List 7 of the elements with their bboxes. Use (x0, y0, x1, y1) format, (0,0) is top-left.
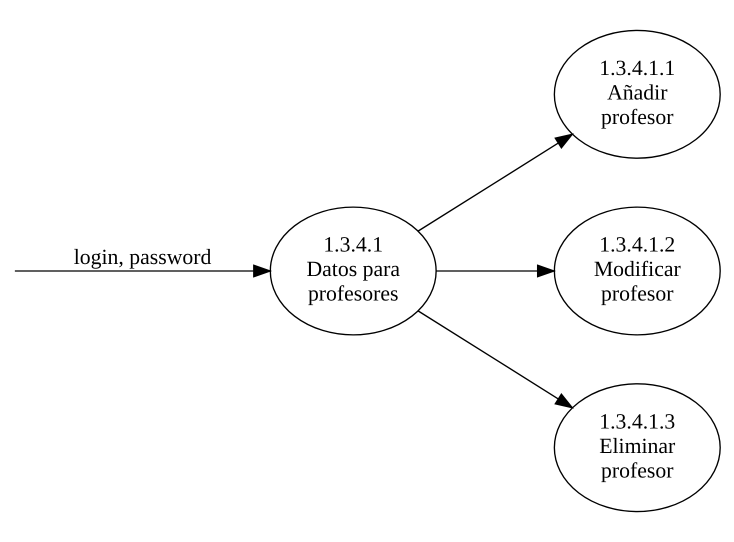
edge-label: login, password (74, 244, 212, 269)
arrow (418, 133, 574, 232)
node-ellipse: 1.3.4.1.2 Modificar profesor (554, 206, 721, 336)
arrow (436, 264, 556, 278)
node-ellipse: 1.3.4.1 Datos para profesores (270, 206, 437, 336)
arrow (14, 264, 272, 278)
arrow (418, 310, 574, 409)
